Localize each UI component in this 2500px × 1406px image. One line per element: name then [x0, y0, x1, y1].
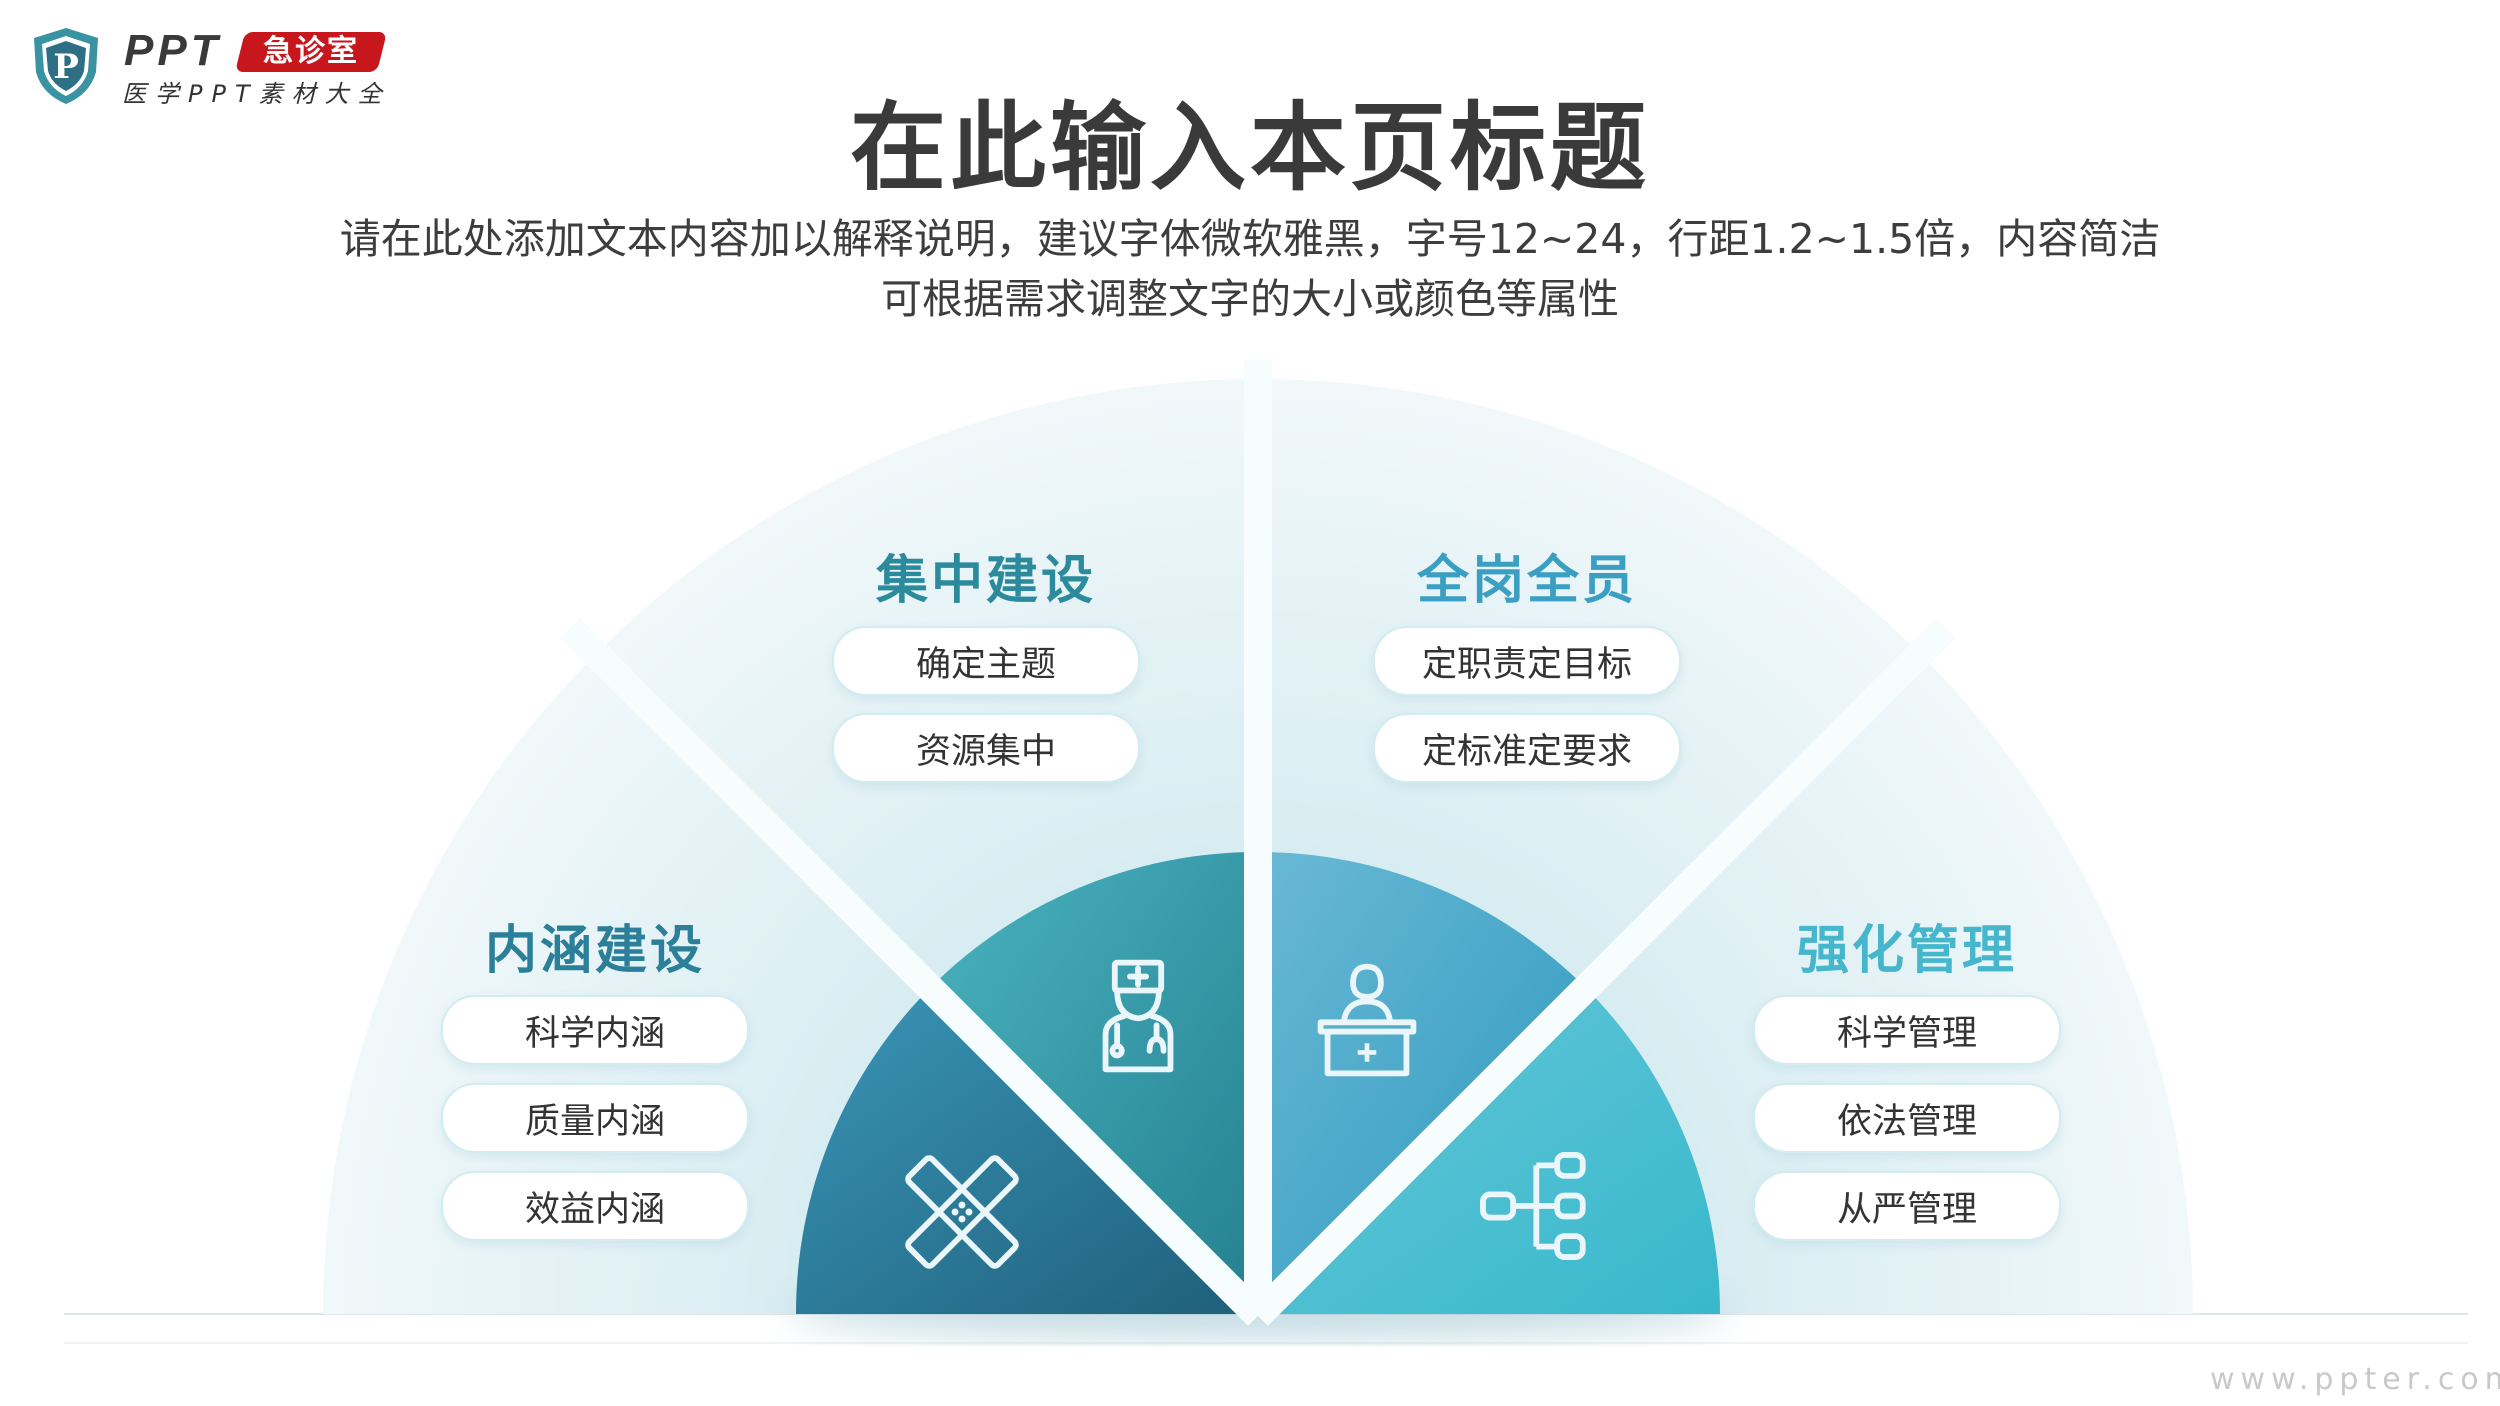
sector-gaps	[560, 360, 1956, 1326]
shield-p-icon: P	[34, 28, 98, 104]
logo-brand: PPT	[124, 26, 222, 75]
watermark: www.ppter.com	[2210, 1362, 2500, 1397]
sector-neihan	[795, 987, 1258, 1314]
logo-subtitle: 医学PPT素材大全	[122, 80, 391, 108]
sector-quangang	[1258, 851, 1585, 1314]
section-title-qianghua: 强化管理	[1796, 921, 2017, 981]
subtitle-line-2: 可根据需求调整文字的大小或颜色等属性	[881, 275, 1619, 323]
network-hierarchy-icon	[1480, 1152, 1586, 1260]
section-title-quangang: 全岗全员	[1416, 551, 1637, 611]
reception-desk-icon	[1317, 963, 1417, 1077]
bandage-icon	[905, 1155, 1019, 1269]
pill-item: 资源集中	[832, 713, 1140, 783]
section-title-neihan: 内涵建设	[484, 921, 705, 981]
pill-item: 科学管理	[1753, 995, 2061, 1065]
pill-item: 依法管理	[1753, 1083, 2061, 1153]
svg-text:P: P	[53, 47, 79, 87]
pill-item: 确定主题	[832, 626, 1140, 696]
sector-jizhong	[931, 851, 1258, 1314]
page-title: 在此输入本页标题	[850, 92, 1650, 204]
sector-qianghua	[1258, 987, 1721, 1314]
section-title-jizhong: 集中建设	[875, 551, 1096, 611]
pill-item: 从严管理	[1753, 1171, 2061, 1241]
logo-badge: 急诊室	[235, 32, 387, 72]
doctor-icon	[1102, 959, 1174, 1073]
pill-item: 定职责定目标	[1373, 626, 1681, 696]
pill-item: 质量内涵	[441, 1083, 749, 1153]
pill-item: 科学内涵	[441, 995, 749, 1065]
pill-item: 效益内涵	[441, 1171, 749, 1241]
pill-item: 定标准定要求	[1373, 713, 1681, 783]
subtitle-line-1: 请在此处添加文本内容加以解释说明，建议字体微软雅黑，字号12~24，行距1.2~…	[339, 215, 2161, 263]
